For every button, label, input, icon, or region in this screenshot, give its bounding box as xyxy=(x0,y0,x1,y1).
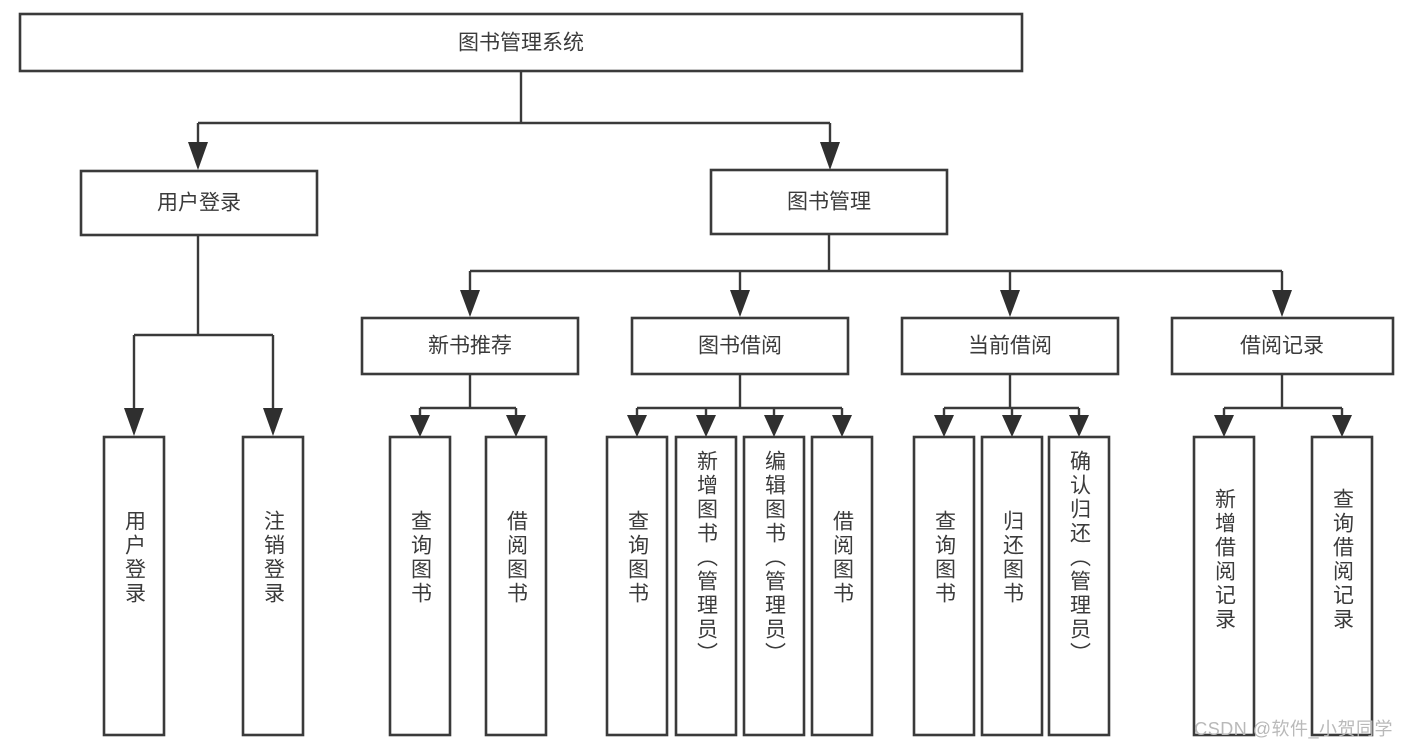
node-book-manage-box[interactable] xyxy=(709,168,949,236)
node-leaf-borrow-book-2-box[interactable] xyxy=(810,435,874,737)
node-leaf-logout-login-label: 注销登录 xyxy=(262,510,286,606)
node-book-borrow-box[interactable] xyxy=(630,316,850,376)
arrowhead-leaf-query-book-2 xyxy=(627,415,647,437)
node-leaf-logout-login[interactable]: 注销登录 xyxy=(241,435,305,737)
node-leaf-user-login-label: 用户登录 xyxy=(123,510,147,606)
node-leaf-user-login[interactable]: 用户登录 xyxy=(102,435,166,737)
node-leaf-query-book-2-label: 查询图书 xyxy=(626,510,650,606)
node-book-manage[interactable]: 图书管理 xyxy=(709,168,949,236)
node-leaf-query-book-1-label: 查询图书 xyxy=(409,510,433,606)
node-leaf-return-book[interactable]: 归还图书 xyxy=(980,435,1044,737)
arrowhead-leaf-edit-book xyxy=(764,415,784,437)
node-leaf-borrow-book-2[interactable]: 借阅图书 xyxy=(810,435,874,737)
node-leaf-confirm-return-label: 确认归还（管理员） xyxy=(1068,450,1092,666)
node-book-borrow[interactable]: 图书借阅 xyxy=(630,316,850,376)
node-current-borrow-label: 当前借阅 xyxy=(968,335,1052,358)
node-leaf-add-book-label: 新增图书（管理员） xyxy=(695,450,719,666)
node-current-borrow-box[interactable] xyxy=(900,316,1120,376)
node-leaf-confirm-return-box[interactable] xyxy=(1047,435,1111,737)
node-root[interactable]: 图书管理系统 xyxy=(18,12,1024,73)
node-leaf-confirm-return[interactable]: 确认归还（管理员） xyxy=(1047,435,1111,737)
node-leaf-query-book-3-label: 查询图书 xyxy=(933,510,957,606)
node-leaf-query-record[interactable]: 查询借阅记录 xyxy=(1310,435,1374,737)
arrowhead-leaf-add-book xyxy=(696,415,716,437)
arrowhead-leaf-add-record xyxy=(1214,415,1234,437)
node-leaf-borrow-book-1-label: 借阅图书 xyxy=(505,510,529,606)
node-new-book-recommend-label: 新书推荐 xyxy=(428,335,512,358)
node-borrow-record-label: 借阅记录 xyxy=(1240,335,1324,358)
node-new-book-recommend[interactable]: 新书推荐 xyxy=(360,316,580,376)
node-book-borrow-label: 图书借阅 xyxy=(698,335,782,358)
arrowhead-leaf-logout-login xyxy=(263,408,283,436)
node-leaf-query-book-3[interactable]: 查询图书 xyxy=(912,435,976,737)
node-leaf-edit-book-box[interactable] xyxy=(742,435,806,737)
node-book-manage-label: 图书管理 xyxy=(787,191,871,214)
node-borrow-record[interactable]: 借阅记录 xyxy=(1170,316,1395,376)
node-leaf-borrow-book-1[interactable]: 借阅图书 xyxy=(484,435,548,737)
arrowhead-leaf-borrow-book-1 xyxy=(506,415,526,437)
node-leaf-edit-book[interactable]: 编辑图书（管理员） xyxy=(742,435,806,737)
node-leaf-user-login-box[interactable] xyxy=(102,435,166,737)
node-new-book-recommend-box[interactable] xyxy=(360,316,580,376)
node-leaf-return-book-box[interactable] xyxy=(980,435,1044,737)
node-leaf-query-record-box[interactable] xyxy=(1310,435,1374,737)
arrowhead-leaf-borrow-book-2 xyxy=(832,415,852,437)
arrowhead-leaf-query-book-1 xyxy=(410,415,430,437)
node-leaf-borrow-book-1-box[interactable] xyxy=(484,435,548,737)
node-leaf-add-book[interactable]: 新增图书（管理员） xyxy=(674,435,738,737)
arrowhead-leaf-query-book-3 xyxy=(934,415,954,437)
arrowhead-current-borrow xyxy=(1000,290,1020,317)
arrowhead-user-login xyxy=(188,142,208,170)
arrowhead-leaf-query-record xyxy=(1332,415,1352,437)
arrowhead-book-borrow xyxy=(730,290,750,317)
node-root-label: 图书管理系统 xyxy=(458,32,584,55)
arrowhead-new-book-recommend xyxy=(460,290,480,317)
arrowhead-leaf-confirm-return xyxy=(1069,415,1089,437)
arrowhead-leaf-user-login xyxy=(124,408,144,436)
node-current-borrow[interactable]: 当前借阅 xyxy=(900,316,1120,376)
node-leaf-add-record[interactable]: 新增借阅记录 xyxy=(1192,435,1256,737)
node-leaf-query-book-2-box[interactable] xyxy=(605,435,669,737)
node-leaf-query-book-3-box[interactable] xyxy=(912,435,976,737)
node-user-login-label: 用户登录 xyxy=(157,192,241,215)
node-leaf-query-book-2[interactable]: 查询图书 xyxy=(605,435,669,737)
node-leaf-add-record-box[interactable] xyxy=(1192,435,1256,737)
node-leaf-query-record-label: 查询借阅记录 xyxy=(1331,488,1355,632)
node-leaf-edit-book-label: 编辑图书（管理员） xyxy=(763,450,787,666)
node-leaf-logout-login-box[interactable] xyxy=(241,435,305,737)
node-user-login-box[interactable] xyxy=(79,169,319,237)
arrowhead-layer xyxy=(124,142,1352,437)
node-leaf-query-book-1[interactable]: 查询图书 xyxy=(388,435,452,737)
node-root-box[interactable] xyxy=(18,12,1024,73)
node-borrow-record-box[interactable] xyxy=(1170,316,1395,376)
arrowhead-borrow-record xyxy=(1272,290,1292,317)
node-user-login[interactable]: 用户登录 xyxy=(79,169,319,237)
arrowhead-book-manage xyxy=(820,142,840,170)
node-leaf-query-book-1-box[interactable] xyxy=(388,435,452,737)
node-leaf-add-record-label: 新增借阅记录 xyxy=(1213,488,1237,632)
csdn-watermark: CSDN @软件_小贺同学 xyxy=(1194,719,1393,739)
node-leaf-borrow-book-2-label: 借阅图书 xyxy=(831,510,855,606)
arrowhead-leaf-return-book xyxy=(1002,415,1022,437)
node-leaf-return-book-label: 归还图书 xyxy=(1001,510,1025,606)
node-leaf-add-book-box[interactable] xyxy=(674,435,738,737)
